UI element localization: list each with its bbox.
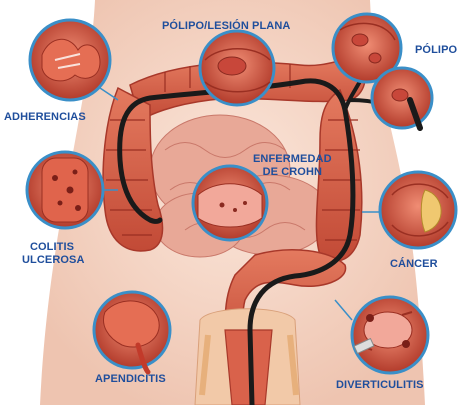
label-apendicitis: APENDICITIS — [95, 373, 166, 386]
adherencias-inset — [30, 20, 110, 100]
polipo-scope-inset — [372, 68, 432, 128]
label-colitis-line1: COLITIS — [22, 241, 82, 254]
label-adherencias: ADHERENCIAS — [4, 111, 86, 124]
label-colitis-line2: ULCEROSA — [22, 254, 82, 267]
colitis-ulcerosa-inset — [27, 152, 103, 228]
label-enfermedad-line2: DE CROHN — [253, 166, 332, 179]
label-colitis-ulcerosa: COLITIS ULCEROSA — [22, 241, 82, 267]
label-diverticulitis: DIVERTICULITIS — [336, 379, 424, 392]
label-polipo: PÓLIPO — [415, 44, 457, 57]
label-polipo-lesion-plana: PÓLIPO/LESIÓN PLANA — [162, 20, 290, 33]
label-cancer: CÁNCER — [390, 258, 438, 271]
polipo-lesion-plana-inset — [200, 31, 274, 105]
label-enfermedad-de-crohn: ENFERMEDAD DE CROHN — [253, 153, 332, 179]
diverticulitis-inset — [352, 297, 428, 373]
label-enfermedad-line1: ENFERMEDAD — [253, 153, 332, 166]
cancer-inset — [380, 172, 456, 248]
pelvis — [195, 309, 300, 405]
